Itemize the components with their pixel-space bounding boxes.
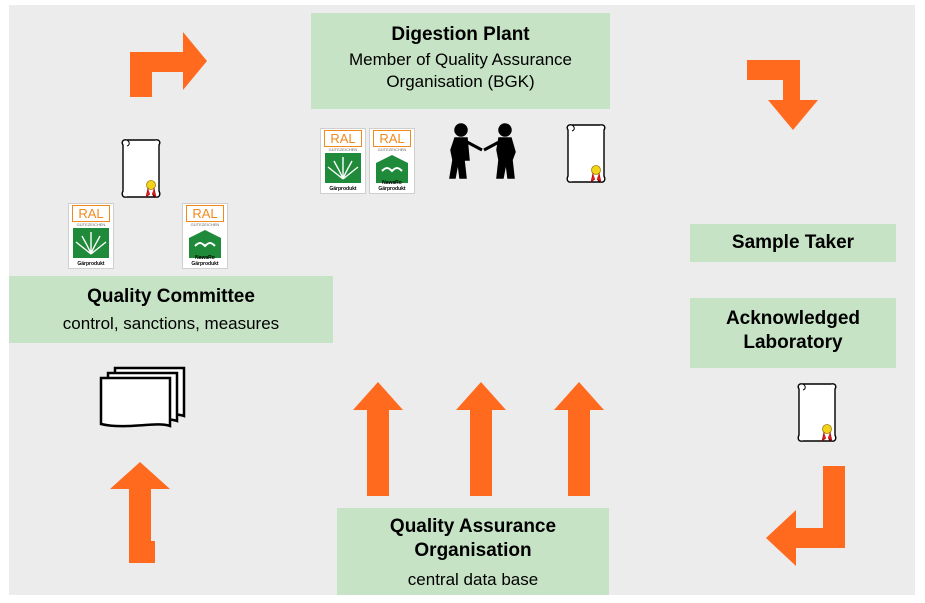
handshake-icon [449, 123, 516, 179]
qa-organisation-title: Quality Assurance Organisation [389, 516, 557, 561]
digestion-plant-subtitle: Member of Quality Assurance Organisation… [349, 50, 572, 91]
arrow-plant-to-sampler [747, 60, 818, 130]
laboratory-title: Acknowledged Laboratory [725, 308, 861, 353]
certificate-icon [797, 383, 837, 442]
arrow-up-1 [353, 382, 403, 496]
ral-seal-icon: RAL GÜTEZEICHEN Gärprodukt [320, 128, 366, 194]
quality-committee-title: Quality Committee [87, 286, 255, 307]
quality-committee-box: Quality Committee control, sanctions, me… [9, 276, 333, 343]
arrow-up-3 [554, 382, 604, 496]
sample-taker-title: Sample Taker [731, 232, 855, 253]
arrow-lab-to-qa [766, 466, 845, 566]
documents-icon [99, 366, 186, 428]
digestion-plant-title: Digestion Plant [391, 24, 530, 45]
ral-seal-icon: RAL GÜTEZEICHEN Gärprodukt [68, 203, 114, 269]
arrow-qa-to-committee [110, 462, 170, 563]
certificate-icon [566, 124, 606, 183]
qa-organisation-box: Quality Assurance Organisation central d… [337, 508, 609, 595]
qa-organisation-subtitle: central data base [407, 570, 539, 589]
digestion-plant-box: Digestion Plant Member of Quality Assura… [311, 13, 610, 109]
sample-taker-box: Sample Taker [690, 224, 896, 262]
laboratory-box: Acknowledged Laboratory [690, 298, 896, 368]
quality-committee-subtitle: control, sanctions, measures [62, 314, 280, 333]
certificate-icon [121, 139, 161, 198]
arrow-up-2 [456, 382, 506, 496]
arrow-committee-to-plant [130, 32, 207, 97]
